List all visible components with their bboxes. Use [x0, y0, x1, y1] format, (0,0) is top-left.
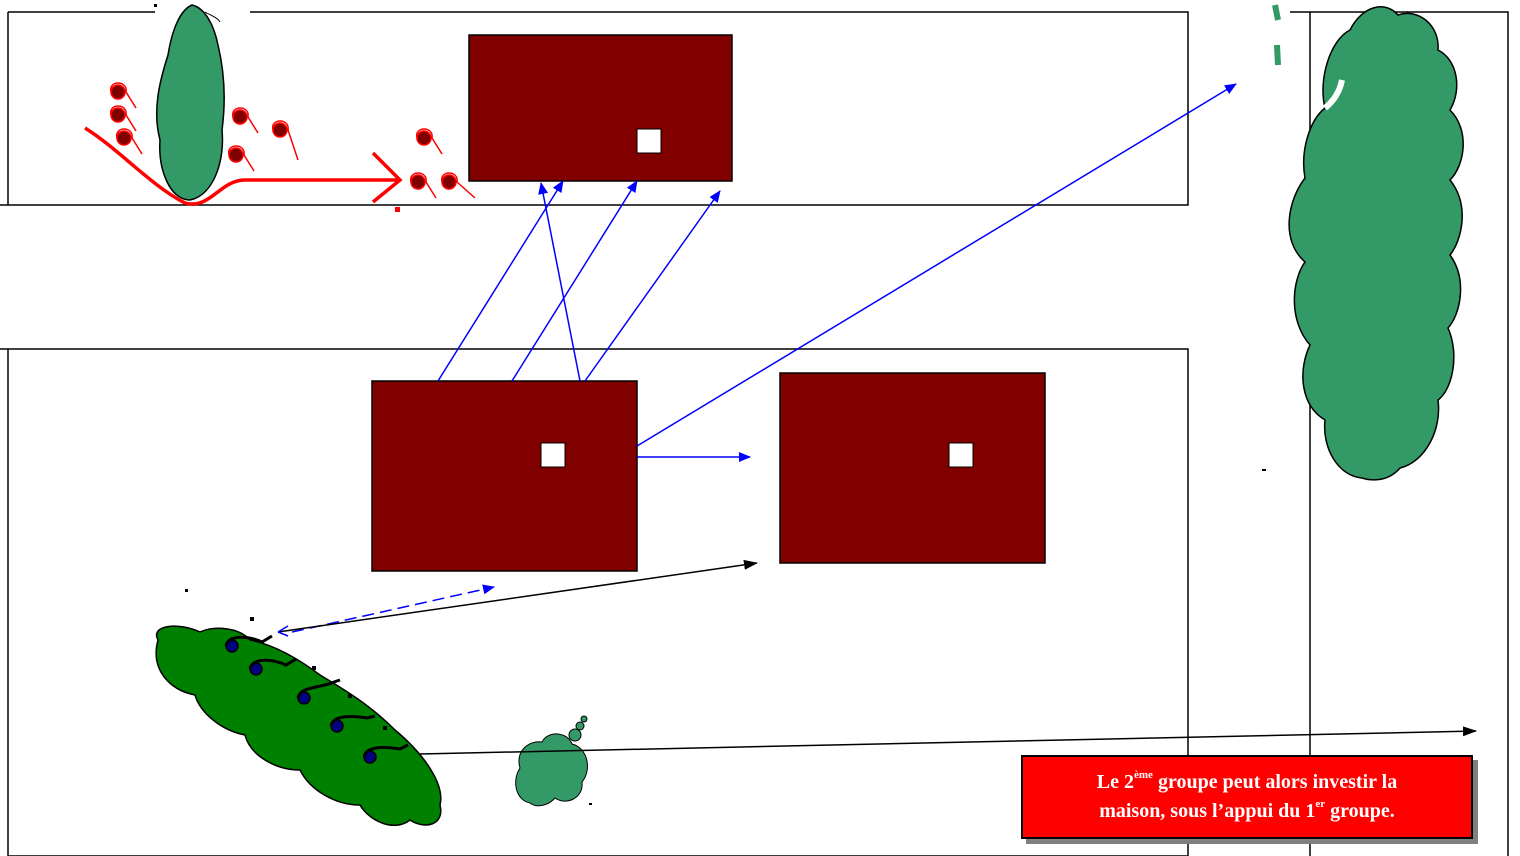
soldier-red-icon	[416, 128, 443, 155]
bush-icon	[155, 625, 442, 826]
tree-icon	[1272, 4, 1464, 481]
caption-box: Le 2ème groupe peut alors investir la ma…	[1021, 755, 1473, 839]
caption-line-1: Le 2ème groupe peut alors investir la	[1023, 768, 1471, 797]
soldier-black-icon	[248, 657, 297, 676]
move-arrows	[277, 559, 1477, 755]
bush-icon	[515, 715, 588, 807]
caption-line1-post: groupe peut alors investir la	[1152, 771, 1398, 793]
house-center-window	[540, 442, 566, 468]
caption-line1-sup: ème	[1134, 769, 1153, 782]
soldier-red-icon	[410, 172, 437, 199]
house-center	[371, 380, 638, 572]
soldier-black-icon	[362, 743, 409, 764]
soldier-black-icon	[329, 714, 376, 733]
soldier-red-icon	[116, 128, 143, 155]
tree-icon	[155, 4, 225, 201]
caption-line2-post: groupe.	[1325, 800, 1395, 822]
soldier-red-group	[110, 82, 476, 199]
house-right	[779, 372, 1046, 564]
soldier-black-icon	[296, 678, 341, 705]
house-top-window	[636, 128, 662, 154]
soldier-red-icon	[110, 82, 137, 109]
group1-arrow	[84, 126, 403, 206]
stray-marks	[154, 4, 1266, 805]
fire-arrows	[291, 83, 1237, 633]
soldier-red-icon	[232, 107, 259, 134]
soldier-red-icon	[110, 105, 137, 132]
soldier-black-icon	[224, 634, 273, 653]
soldier-black-group	[224, 634, 409, 764]
house-right-window	[948, 442, 974, 468]
stray-mark-red	[395, 207, 400, 212]
bottom-block-outline	[0, 348, 1189, 856]
street-blocks	[0, 11, 1509, 856]
caption-line2-pre: maison, sous l’appui du 1	[1099, 800, 1316, 822]
soldier-red-icon	[228, 145, 255, 172]
house-top	[468, 34, 733, 182]
top-block-outline	[0, 11, 1189, 206]
soldier-red-icon	[272, 120, 299, 161]
soldier-red-icon	[441, 172, 476, 199]
caption-line1-pre: Le 2	[1096, 771, 1134, 793]
caption-line2-sup: er	[1315, 798, 1326, 811]
caption-line-2: maison, sous l’appui du 1er groupe.	[1023, 797, 1471, 826]
